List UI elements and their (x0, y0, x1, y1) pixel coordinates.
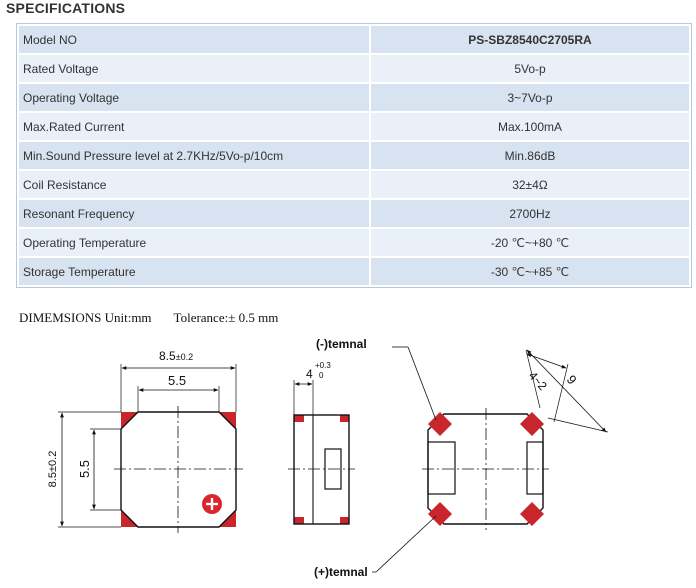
section-title: SPECIFICATIONS (6, 0, 126, 16)
side-pad-bottom-right (340, 517, 349, 524)
bottom-slot-right (526, 441, 544, 495)
spec-value: Min.86dB (371, 142, 689, 169)
spec-label: Operating Voltage (19, 84, 369, 111)
tolerance-note: Tolerance:± 0.5 mm (173, 310, 279, 325)
side-view: 4 +0.3 0 (288, 361, 355, 525)
side-pad-top-right (340, 415, 349, 422)
positive-terminal-label: (+)temnal (314, 565, 368, 579)
bottom-pad-top-right (520, 412, 544, 436)
top-view: 8.5±0.2 5.5 8.5±0.2 5.5 (47, 349, 243, 533)
spec-value: PS-SBZ8540C2705RA (371, 26, 689, 53)
negative-terminal-label: (-)temnal (316, 337, 367, 351)
side-pad-bottom-left (294, 517, 304, 524)
bottom-pad-bottom-left (428, 502, 452, 526)
bottom-slot-left (427, 441, 456, 495)
side-body (293, 414, 350, 525)
dimensions-line: DIMEMSIONS Unit:mm Tolerance:± 0.5 mm (19, 310, 278, 326)
thickness-plus: +0.3 (315, 361, 331, 370)
spec-label: Resonant Frequency (19, 200, 369, 227)
spec-value: 32±4Ω (371, 171, 689, 198)
spec-value: 3~7Vo-p (371, 84, 689, 111)
bottom-pad-bottom-right (520, 502, 544, 526)
spec-value: 5Vo-p (371, 55, 689, 82)
dimension-drawing: 8.5±0.2 5.5 8.5±0.2 5.5 4 +0.3 0 (47, 337, 609, 579)
spec-row: Storage Temperature-30 ℃~+85 ℃ (19, 258, 689, 285)
spec-label: Max.Rated Current (19, 113, 369, 140)
top-body (120, 411, 237, 528)
side-height-label: 8.5±0.2 (47, 451, 59, 488)
bottom-view: 4~2 9 (-)temnal (+)temnal (314, 337, 609, 579)
side-pad-top-left (294, 415, 304, 422)
spec-value: 2700Hz (371, 200, 689, 227)
top-width-label: 8.5±0.2 (159, 349, 193, 363)
spec-label: Coil Resistance (19, 171, 369, 198)
diag-small-label: 4~2 (526, 369, 550, 394)
spec-label: Rated Voltage (19, 55, 369, 82)
spec-value: -30 ℃~+85 ℃ (371, 258, 689, 285)
spec-label: Model NO (19, 26, 369, 53)
spec-label: Operating Temperature (19, 229, 369, 256)
inner-height-label: 5.5 (77, 460, 92, 478)
spec-value: Max.100mA (371, 113, 689, 140)
inner-width-label: 5.5 (168, 373, 186, 388)
spec-label: Min.Sound Pressure level at 2.7KHz/5Vo-p… (19, 142, 369, 169)
spec-row: Operating Temperature-20 ℃~+80 ℃ (19, 229, 689, 256)
thickness-label: 4 (306, 367, 313, 381)
thickness-minus: 0 (319, 371, 324, 380)
diag-large-label: 9 (564, 372, 580, 387)
spec-label: Storage Temperature (19, 258, 369, 285)
spec-value: -20 ℃~+80 ℃ (371, 229, 689, 256)
bottom-pad-top-left (428, 412, 452, 436)
spec-row: Min.Sound Pressure level at 2.7KHz/5Vo-p… (19, 142, 689, 169)
dimensions-heading: DIMEMSIONS Unit:mm (19, 310, 152, 325)
